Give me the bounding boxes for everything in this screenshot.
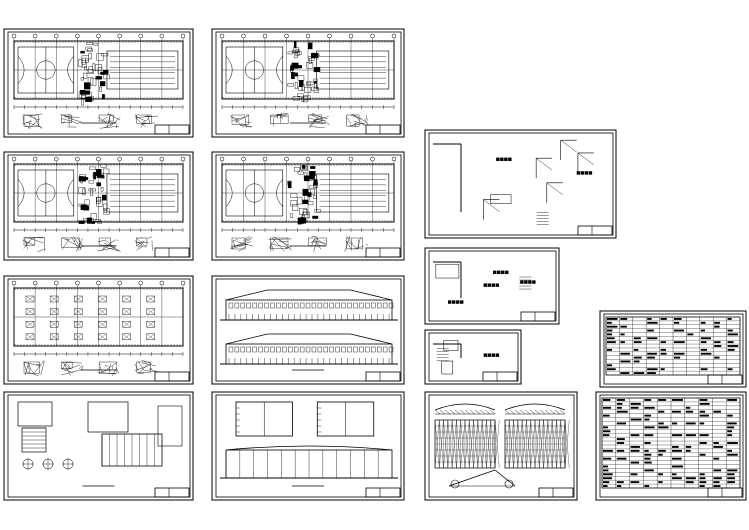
sheet-elevation-1 [211, 275, 405, 385]
sheet-detail-1 [424, 129, 617, 239]
sheet-detail-2 [424, 247, 560, 325]
sheet-plan-4 [211, 151, 405, 261]
sheet-schedule-2 [595, 391, 747, 501]
sheet-detail-3 [424, 329, 522, 385]
sheet-plan-3 [3, 151, 194, 261]
sheet-plan-2 [211, 28, 405, 138]
sheet-schedule-1 [599, 310, 747, 388]
sheet-section-1 [3, 391, 194, 501]
sheet-truss-1 [424, 391, 578, 501]
sheet-plan-1 [3, 28, 194, 138]
sheet-section-2 [211, 391, 405, 501]
sheet-plan-5 [3, 275, 194, 385]
